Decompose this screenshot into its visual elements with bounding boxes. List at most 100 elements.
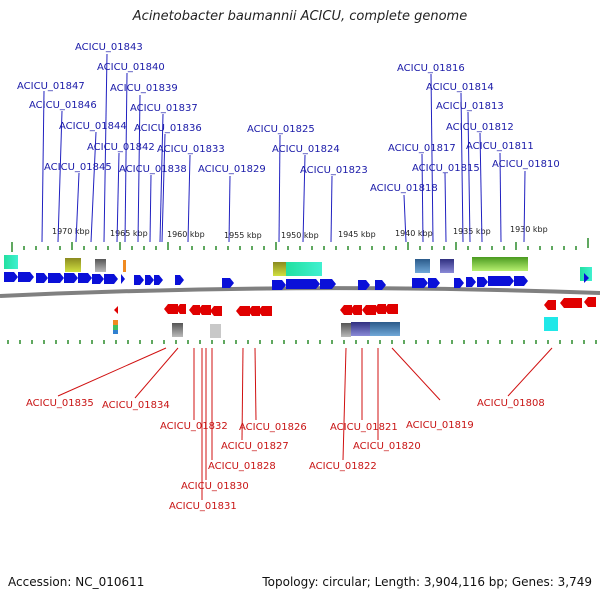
gene-arrow: [258, 306, 272, 316]
bottom-leader-lines: [57, 347, 553, 500]
feature-box: [65, 258, 81, 272]
gene-label: ACICU_01838: [119, 164, 187, 175]
gene-arrow: [236, 306, 250, 316]
gene-label: ACICU_01828: [208, 461, 276, 472]
feature-box: [472, 257, 528, 271]
gene-arrow: [114, 306, 118, 314]
scale-label: 1960 kbp: [167, 230, 205, 239]
gene-arrow: [121, 274, 125, 284]
gene-label: ACICU_01839: [110, 83, 178, 94]
gene-arrow: [350, 305, 362, 315]
feature-box: [440, 259, 454, 273]
gene-arrow: [384, 304, 398, 314]
gene-arrow: [560, 298, 582, 308]
gene-arrow: [374, 304, 386, 314]
gene-label: ACICU_01813: [436, 101, 504, 112]
gene-label: ACICU_01818: [370, 183, 438, 194]
gene-label: ACICU_01812: [446, 122, 514, 133]
scale-label: 1935 kbp: [453, 227, 491, 236]
gene-arrow: [286, 279, 320, 289]
scale-label: 1930 kbp: [510, 225, 548, 234]
gene-label: ACICU_01829: [198, 164, 266, 175]
reverse-genes: [114, 297, 596, 316]
scale-label: 1950 kbp: [281, 231, 319, 240]
gene-arrow: [92, 274, 104, 284]
gene-arrow: [477, 277, 488, 287]
gene-label: ACICU_01824: [272, 144, 340, 155]
feature-box: [123, 260, 126, 272]
gene-label: ACICU_01833: [157, 144, 225, 155]
gene-arrow: [18, 272, 34, 282]
gene-arrow: [584, 273, 589, 283]
gene-label: ACICU_01840: [97, 62, 165, 73]
feature-box: [580, 267, 592, 281]
feature-box: [544, 317, 558, 331]
accession-text: Accession: NC_010611: [8, 575, 145, 589]
gene-arrow: [272, 280, 286, 290]
forward-genes: [4, 272, 589, 290]
gene-arrow: [358, 280, 370, 290]
gene-arrow: [36, 273, 48, 283]
gene-arrow: [514, 276, 528, 286]
gene-label: ACICU_01817: [388, 143, 456, 154]
gene-arrow: [584, 297, 596, 307]
gene-label: ACICU_01843: [75, 42, 143, 53]
gene-label: ACICU_01814: [426, 82, 494, 93]
gene-arrow: [145, 275, 154, 285]
gene-arrow: [189, 305, 200, 315]
gene-arrow: [466, 277, 476, 287]
gene-label: ACICU_01819: [406, 420, 474, 431]
gene-arrow: [154, 275, 163, 285]
gene-arrow: [176, 304, 186, 314]
gene-label: ACICU_01825: [247, 124, 315, 135]
genome-summary-text: Topology: circular; Length: 3,904,116 bp…: [262, 575, 592, 589]
bottom-tick-marks: [7, 340, 597, 344]
gene-arrow: [198, 305, 211, 315]
gene-arrow: [64, 273, 78, 283]
gene-arrow: [375, 280, 386, 290]
feature-box: [370, 322, 400, 336]
top-tick-marks: [11, 238, 589, 252]
top-gene-labels: ACICU_01843 ACICU_01840 ACICU_01847 ACIC…: [17, 42, 560, 194]
top-features: [4, 255, 592, 281]
gene-arrow: [488, 276, 514, 286]
gene-arrow: [248, 306, 260, 316]
gene-label: ACICU_01821: [330, 422, 398, 433]
feature-box: [286, 262, 322, 276]
gene-arrow: [48, 273, 64, 283]
gene-label: ACICU_01831: [169, 501, 237, 512]
scale-labels: 1970 kbp 1965 kbp 1960 kbp 1955 kbp 1950…: [52, 225, 548, 240]
gene-label: ACICU_01810: [492, 159, 560, 170]
gene-arrow: [340, 305, 352, 315]
gene-label: ACICU_01842: [87, 142, 155, 153]
bottom-features: [113, 317, 558, 338]
gene-arrow: [134, 275, 144, 285]
gene-arrow: [78, 273, 92, 283]
gene-label: ACICU_01835: [26, 398, 94, 409]
gene-arrow: [104, 274, 118, 284]
gene-label: ACICU_01815: [412, 163, 480, 174]
gene-arrow: [4, 272, 18, 282]
gene-label: ACICU_01836: [134, 123, 202, 134]
feature-box: [4, 255, 18, 269]
feature-box: [210, 324, 221, 338]
gene-arrow: [428, 278, 440, 288]
gene-arrow: [164, 304, 178, 314]
feature-box: [113, 330, 118, 334]
gene-label: ACICU_01823: [300, 165, 368, 176]
gene-arrow: [412, 278, 428, 288]
gene-arrow: [544, 300, 556, 310]
scale-label: 1965 kbp: [110, 229, 148, 238]
gene-arrow: [362, 305, 376, 315]
gene-label: ACICU_01820: [353, 441, 421, 452]
feature-box: [341, 323, 351, 337]
gene-label: ACICU_01826: [239, 422, 307, 433]
gene-label: ACICU_01845: [44, 162, 112, 173]
gene-label: ACICU_01822: [309, 461, 377, 472]
gene-label: ACICU_01832: [160, 421, 228, 432]
gene-arrow: [222, 278, 234, 288]
gene-label: ACICU_01844: [59, 121, 127, 132]
gene-arrow: [210, 306, 222, 316]
gene-arrow: [454, 278, 464, 288]
